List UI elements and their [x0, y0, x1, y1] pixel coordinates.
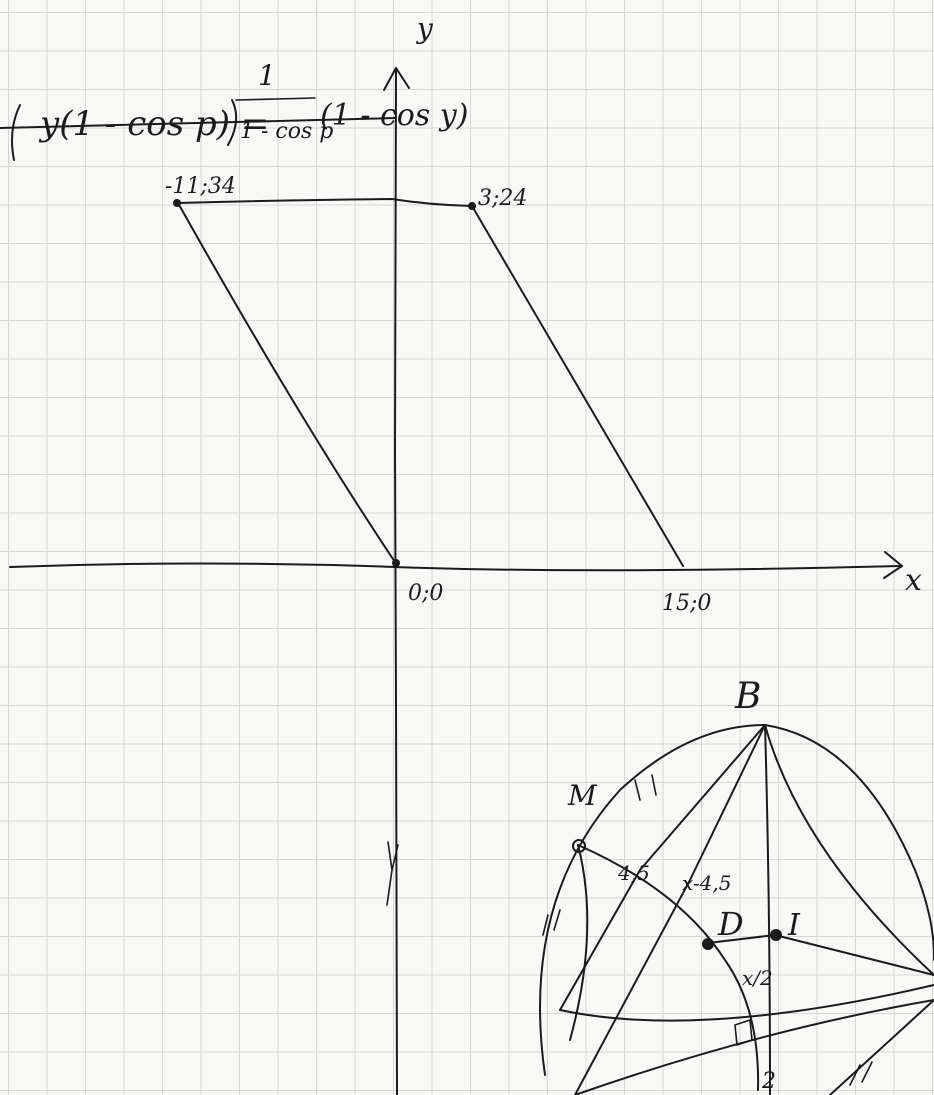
edge-left — [177, 202, 396, 563]
point-marker — [392, 559, 400, 567]
point-label-p2: 3;24 — [478, 186, 527, 211]
equation-numerator: 1 — [258, 59, 276, 92]
right-angle-mark — [734, 1019, 753, 1046]
line-b-left — [574, 724, 766, 1095]
arc-right — [764, 724, 934, 976]
strike-through-line — [0, 117, 396, 129]
label-m: M — [567, 779, 598, 812]
chord-lower — [559, 984, 934, 1022]
arc-m-down — [569, 844, 589, 1041]
arc-bottom-right — [829, 999, 934, 1095]
edge-top — [177, 198, 473, 207]
point-label-origin: 0;0 — [408, 581, 443, 606]
edge-right — [471, 205, 684, 567]
segment-label-b: x-4,5 — [682, 871, 732, 895]
point-label-p1: -11;34 — [165, 174, 236, 199]
point-m-marker — [572, 839, 586, 853]
segment-label-d: 2 — [761, 1069, 776, 1094]
y-axis-label: y — [415, 12, 434, 45]
point-marker — [173, 199, 181, 207]
y-axis-line — [394, 69, 398, 1095]
tick-marks-left — [542, 909, 561, 936]
label-i: I — [787, 908, 801, 943]
y-axis-tick-mark — [386, 841, 399, 906]
x-axis-arrow — [883, 551, 903, 579]
point-d-marker — [702, 938, 714, 950]
line-b-left2 — [559, 724, 766, 1011]
geometry-sketch — [539, 724, 934, 1095]
y-axis-arrow — [383, 67, 410, 91]
equation-right-text: (1 - cos y) — [320, 98, 468, 133]
chord-bottom — [574, 999, 934, 1095]
point-i-marker — [770, 929, 782, 941]
x-axis-label: x — [905, 563, 922, 598]
equation-open-paren — [11, 104, 21, 161]
label-d: D — [717, 905, 744, 943]
vertex-b-label: B — [734, 676, 761, 717]
x-axis-line — [9, 562, 901, 572]
tick-marks-top — [634, 774, 657, 801]
axes: x y — [9, 12, 922, 1095]
fraction-bar — [235, 97, 316, 101]
segment-label-a: 4,5 — [617, 861, 650, 885]
equation-group: y(1 - cos p) = 1 1 - cos p (1 - cos y) — [0, 59, 468, 161]
point-marker — [468, 202, 476, 210]
tick-marks-bottom — [849, 1061, 873, 1086]
point-label-p3: 15;0 — [662, 591, 711, 616]
segment-label-c: x/2 — [742, 966, 773, 990]
equation-denominator: 1 - cos p — [240, 119, 333, 144]
line-b-down — [764, 724, 771, 1095]
parallelogram — [173, 198, 684, 567]
outer-arc — [539, 724, 934, 1076]
